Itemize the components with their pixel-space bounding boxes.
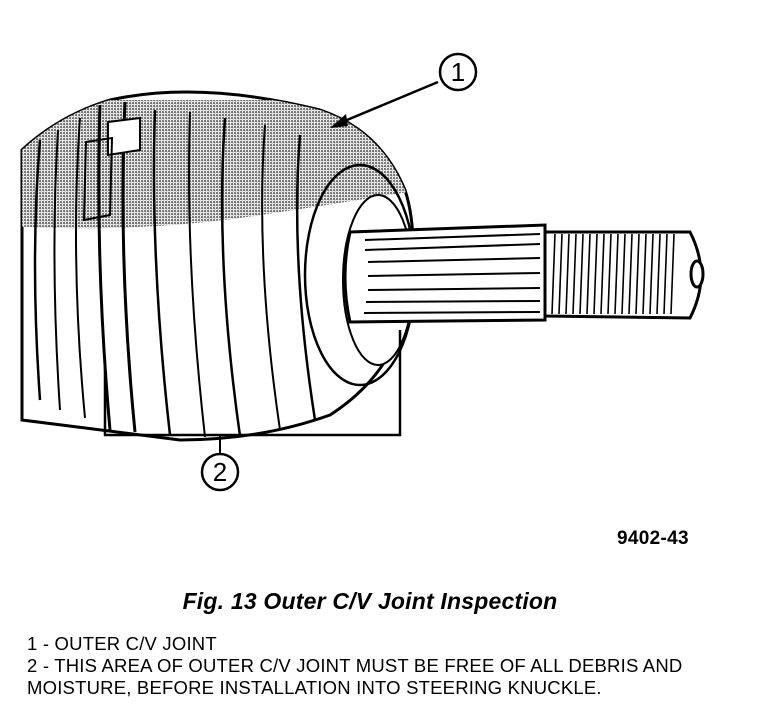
legend-item-text: OUTER C/V JOINT xyxy=(54,633,217,654)
figure-caption: Fig. 13 Outer C/V Joint Inspection xyxy=(182,588,558,614)
callout-1-number: 1 xyxy=(451,57,465,87)
legend-item-1: 1 - OUTER C/V JOINT xyxy=(27,633,217,654)
callout-2: 2 xyxy=(103,330,402,492)
splined-stub-shaft xyxy=(343,223,705,324)
legend-item-number: 2 xyxy=(27,655,38,676)
legend-item-2: 2 - THIS AREA OF OUTER C/V JOINT MUST BE… xyxy=(27,655,683,698)
figure-code: 9402-43 xyxy=(617,528,689,549)
legend: 1 - OUTER C/V JOINT 2 - THIS AREA OF OUT… xyxy=(27,633,747,699)
callout-2-number: 2 xyxy=(213,457,227,487)
legend-item-number: 1 xyxy=(27,633,38,654)
outer-cv-joint-housing xyxy=(20,90,417,442)
legend-item-text: THIS AREA OF OUTER C/V JOINT MUST BE FRE… xyxy=(27,655,683,698)
cv-joint-illustration: 1 2 xyxy=(20,52,705,492)
callout-1: 1 xyxy=(330,52,478,128)
